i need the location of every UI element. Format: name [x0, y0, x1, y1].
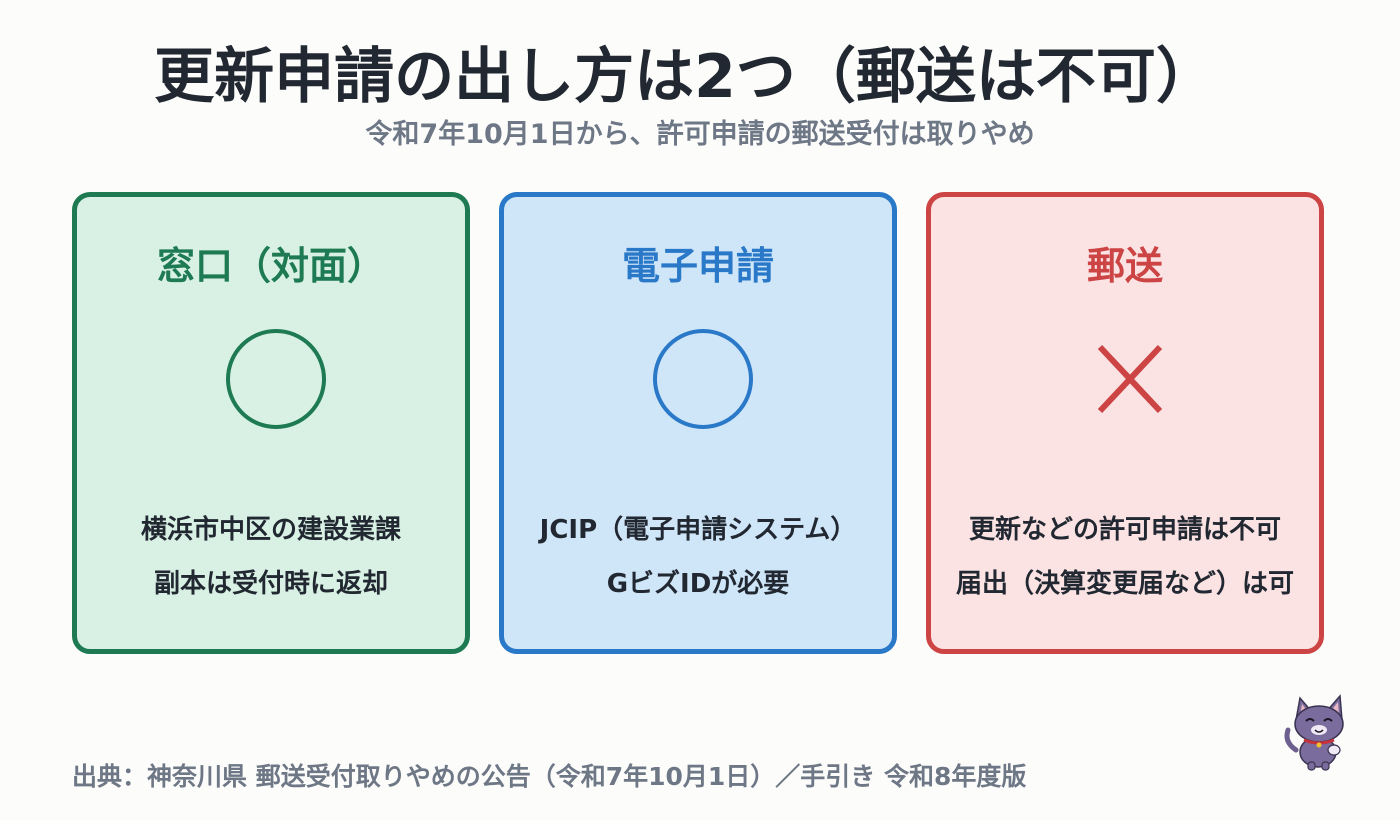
card-line: 副本は受付時に返却: [153, 569, 388, 599]
card-mail: 郵送 更新などの許可申請は不可 届出（決算変更届など）は可: [926, 192, 1324, 654]
circle-mark-icon: [653, 329, 753, 429]
cat-mascot-icon: [1284, 694, 1344, 771]
page-subtitle: 令和7年10月1日から、許可申請の郵送受付は取りやめ: [365, 119, 1035, 150]
page-title: 更新申請の出し方は2つ（郵送は不可）: [154, 42, 1216, 112]
cross-mark-icon: [1097, 344, 1163, 414]
card-line: 届出（決算変更届など）は可: [955, 569, 1294, 599]
card-heading: 郵送: [1086, 244, 1163, 288]
circle-mark-icon: [226, 329, 326, 429]
card-heading: 窓口（対面）: [156, 244, 385, 288]
card-heading: 電子申請: [621, 244, 774, 288]
card-counter: 窓口（対面） 横浜市中区の建設業課 副本は受付時に返却: [72, 192, 470, 654]
card-line: GビズIDが必要: [606, 569, 790, 599]
card-line: 更新などの許可申請は不可: [968, 515, 1281, 545]
source-citation: 出典：神奈川県 郵送受付取りやめの公告（令和7年10月1日）／手引き 令和8年度…: [72, 762, 1027, 791]
card-line: 横浜市中区の建設業課: [140, 515, 401, 545]
card-electronic: 電子申請 JCIP（電子申請システム） GビズIDが必要: [499, 192, 897, 654]
card-line: JCIP（電子申請システム）: [539, 515, 857, 545]
